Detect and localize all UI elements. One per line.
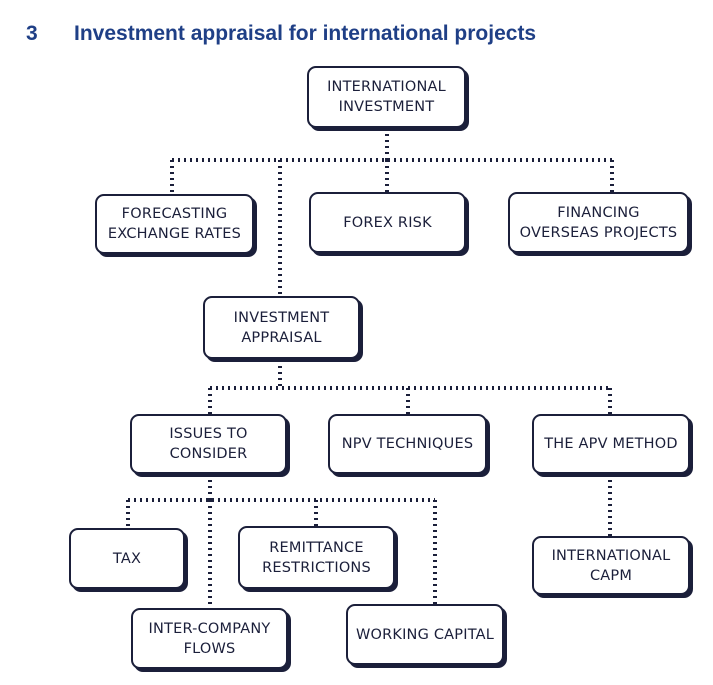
node-apv-method: THE APV METHOD [532, 414, 690, 474]
node-forex-risk: FOREX RISK [309, 192, 466, 253]
node-international-investment: INTERNATIONAL INVESTMENT [307, 66, 466, 128]
node-tax: TAX [69, 528, 185, 589]
node-financing-overseas-projects: FINANCING OVERSEAS PROJECTS [508, 192, 689, 253]
node-remittance-restrictions: REMITTANCE RESTRICTIONS [238, 526, 395, 589]
node-inter-company-flows: INTER-COMPANY FLOWS [131, 608, 288, 669]
page-heading: 3 Investment appraisal for international … [26, 22, 536, 46]
node-npv-techniques: NPV TECHNIQUES [328, 414, 487, 474]
section-number: 3 [26, 22, 38, 45]
node-international-capm: INTERNATIONAL CAPM [532, 536, 690, 595]
node-forecasting-exchange-rates: FORECASTING EXCHANGE RATES [95, 194, 254, 254]
section-title: Investment appraisal for international p… [74, 22, 537, 45]
node-issues-to-consider: ISSUES TO CONSIDER [130, 414, 287, 474]
node-working-capital: WORKING CAPITAL [346, 604, 504, 665]
node-investment-appraisal: INVESTMENT APPRAISAL [203, 296, 360, 359]
